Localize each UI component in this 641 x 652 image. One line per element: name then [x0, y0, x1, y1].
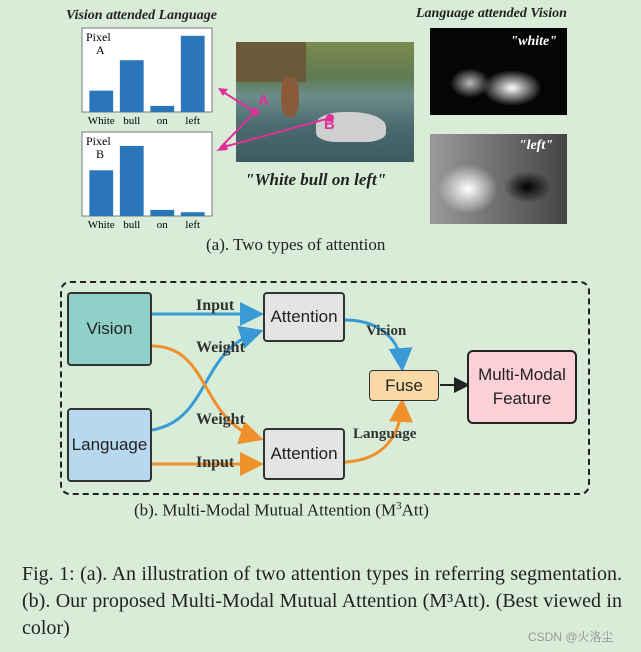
- language-flow-label: Language: [353, 426, 417, 442]
- attention-word-white: "white": [510, 34, 557, 49]
- heat-blob: [438, 164, 498, 214]
- bar-white: [89, 90, 114, 112]
- photo-bull-scene: [236, 42, 414, 162]
- chart-title-line1: Pixel: [86, 30, 111, 44]
- vision-flow-label: Vision: [366, 323, 407, 339]
- weight-label-top: Weight: [196, 339, 245, 356]
- tick-label: White: [88, 115, 115, 127]
- bar-bull: [119, 145, 144, 216]
- hut-shape: [236, 42, 306, 82]
- heat-blob: [505, 172, 550, 202]
- bar-on: [150, 105, 175, 112]
- caption-b: (b). Multi-Modal Mutual Attention (M3Att…: [134, 500, 429, 520]
- chart-title-line2: A: [96, 43, 105, 57]
- bar-left: [180, 212, 205, 216]
- attention-word-left: "left": [518, 138, 553, 153]
- vision-box: Vision: [67, 292, 152, 366]
- tick-label: bull: [123, 115, 140, 127]
- attention-box-top: Attention: [263, 292, 345, 342]
- watermark: CSDN @火洛尘: [528, 630, 614, 644]
- marker-overlay: [216, 88, 334, 151]
- figure-caption: Fig. 1: (a). An illustration of two atte…: [22, 563, 622, 639]
- tick-label: left: [185, 115, 200, 127]
- tick-label: White: [88, 219, 115, 231]
- attention-map-white: "white": [430, 28, 567, 115]
- fuse-box: Fuse: [369, 370, 439, 401]
- marker-b-label: B: [324, 116, 335, 133]
- bar-bull: [119, 60, 144, 112]
- bar-on: [150, 209, 175, 216]
- language-attended-vision-title: Language attended Vision: [416, 6, 567, 21]
- tick-label: left: [185, 219, 200, 231]
- vision-attended-language-title: Vision attended Language: [66, 8, 217, 23]
- tick-label: on: [157, 115, 169, 127]
- attention-map-left: "left": [430, 134, 567, 224]
- heat-blob: [482, 70, 542, 106]
- tick-label: on: [157, 219, 169, 231]
- referring-sentence: "White bull on left": [245, 170, 387, 189]
- bar-left: [180, 35, 205, 112]
- language-box: Language: [67, 408, 152, 482]
- input-label-top: Input: [196, 297, 235, 314]
- chart-title-line1: Pixel: [86, 134, 111, 148]
- chart-title-line2: B: [96, 147, 104, 161]
- input-label-bottom: Input: [196, 454, 235, 471]
- mutual-attention-frame: [60, 281, 590, 495]
- person-shape: [281, 77, 299, 117]
- multi-modal-feature-box: Multi-Modal Feature: [467, 350, 577, 424]
- caption-a: (a). Two types of attention: [206, 235, 386, 254]
- marker-a-label: A: [258, 92, 269, 109]
- attention-box-bottom: Attention: [263, 428, 345, 480]
- weight-label-bottom: Weight: [196, 411, 245, 428]
- tick-label: bull: [123, 219, 140, 231]
- bar-white: [89, 170, 114, 216]
